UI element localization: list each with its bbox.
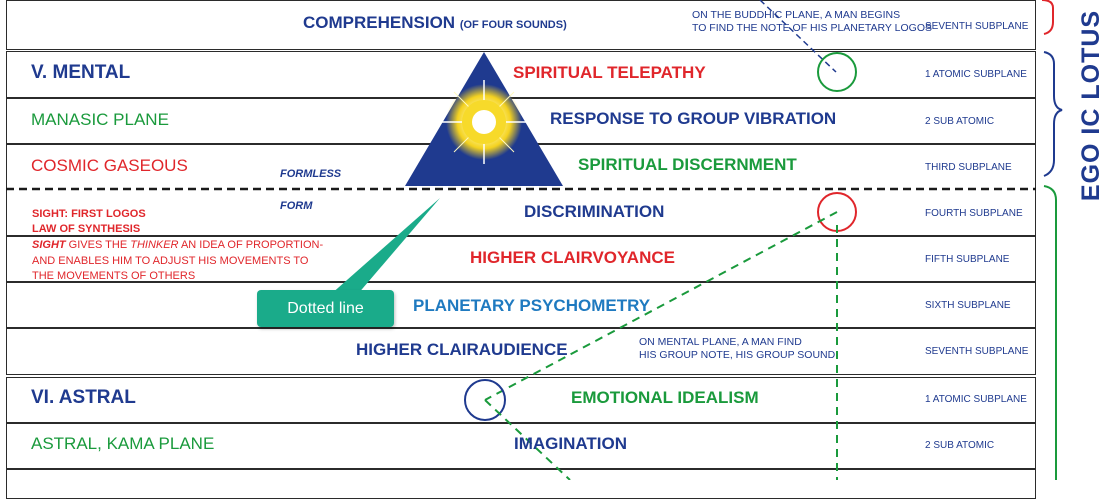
top-row <box>6 0 1036 50</box>
dotted-line-callout: Dotted line <box>257 290 394 327</box>
mental-row-5 <box>6 236 1036 282</box>
green-bracket <box>1043 185 1057 480</box>
spiritual-discernment: SPIRITUAL DISCERNMENT <box>578 155 797 174</box>
subplane-2: 2 SUB ATOMIC <box>925 116 995 127</box>
blue-circle <box>464 379 506 421</box>
blue-bracket <box>1043 51 1063 177</box>
planetary-psychometry: PLANETARY PSYCHOMETRY <box>413 296 651 315</box>
astral-row-1 <box>6 377 1036 423</box>
sight-description-line2: AND ENABLES HIM TO ADJUST HIS MOVEMENTS … <box>32 255 309 267</box>
emotional-idealism: EMOTIONAL IDEALISM <box>571 388 759 407</box>
diagram-graphics <box>6 0 1063 480</box>
comprehension-suffix: (OF FOUR SOUNDS) <box>459 19 567 31</box>
sight-desc-a: GIVES THE <box>65 239 131 251</box>
form-label: FORM <box>280 200 313 212</box>
blue-dashed-line <box>759 0 837 73</box>
subplane-3: THIRD SUBPLANE <box>925 162 1012 173</box>
astral-subplane-2: 2 SUB ATOMIC <box>925 440 995 451</box>
cosmic-gaseous-label: COSMIC GASEOUS <box>31 156 188 175</box>
star-icon <box>440 80 528 164</box>
sight-description-line1: SIGHT GIVES THE THINKER AN IDEA OF PROPO… <box>32 239 323 251</box>
green-circle-top <box>817 52 857 92</box>
sight-description-line3: THE MOVEMENTS OF OTHERS <box>32 270 196 282</box>
subplane-5: FIFTH SUBPLANE <box>925 254 1010 265</box>
spiritual-telepathy: SPIRITUAL TELEPATHY <box>513 63 706 82</box>
higher-clairvoyance: HIGHER CLAIRVOYANCE <box>470 248 675 267</box>
astral-row-2 <box>6 423 1036 469</box>
buddhic-note-line2: TO FIND THE NOTE OF HIS PLANETARY LOGOS <box>692 22 932 34</box>
formless-label: FORMLESS <box>280 168 342 180</box>
sight-law: LAW OF SYNTHESIS <box>32 223 141 235</box>
red-bracket <box>1041 0 1054 35</box>
sight-word: SIGHT <box>32 239 66 251</box>
mental-heading: V. MENTAL <box>31 62 131 83</box>
subplane-6: SIXTH SUBPLANE <box>925 300 1011 311</box>
side-title: EGO IC LOTUS <box>1072 0 1112 210</box>
thinker-word: THINKER <box>130 239 179 251</box>
subplane-4: FOURTH SUBPLANE <box>925 208 1023 219</box>
imagination: IMAGINATION <box>514 434 628 453</box>
green-dashed-diagonal <box>484 211 838 401</box>
buddhic-note-line1: ON THE BUDDHIC PLANE, A MAN BEGINS <box>692 9 901 21</box>
comprehension-label: COMPREHENSION (OF FOUR SOUNDS) <box>303 13 567 32</box>
subplane-1: 1 ATOMIC SUBPLANE <box>925 69 1027 80</box>
sight-title: SIGHT: FIRST LOGOS <box>32 208 146 220</box>
astral-heading: VI. ASTRAL <box>31 387 136 408</box>
manasic-plane-label: MANASIC PLANE <box>31 110 169 129</box>
green-dashed-lower <box>484 399 571 480</box>
subplane-7: SEVENTH SUBPLANE <box>925 346 1029 357</box>
top-subplane: SEVENTH SUBPLANE <box>925 21 1029 32</box>
sight-desc-b: AN IDEA OF PROPORTION- <box>178 239 324 251</box>
higher-clairaudience: HIGHER CLAIRAUDIENCE <box>356 340 568 359</box>
mental-row-1 <box>6 51 1036 98</box>
mental-row-4 <box>6 190 1036 236</box>
discrimination: DISCRIMINATION <box>524 202 665 221</box>
response-group-vibration: RESPONSE TO GROUP VIBRATION <box>550 109 837 128</box>
mental-row-6 <box>6 282 1036 328</box>
astral-subplane-1: 1 ATOMIC SUBPLANE <box>925 394 1027 405</box>
mental-note-line1: ON MENTAL PLANE, A MAN FIND <box>639 336 802 348</box>
side-title-text: EGO IC LOTUS <box>1077 9 1106 201</box>
mental-note-line2: HIS GROUP NOTE, HIS GROUP SOUND <box>639 349 836 361</box>
callout-pointer <box>330 198 440 295</box>
astral-plane-label: ASTRAL, KAMA PLANE <box>31 434 215 453</box>
mental-row-7 <box>6 328 1036 375</box>
